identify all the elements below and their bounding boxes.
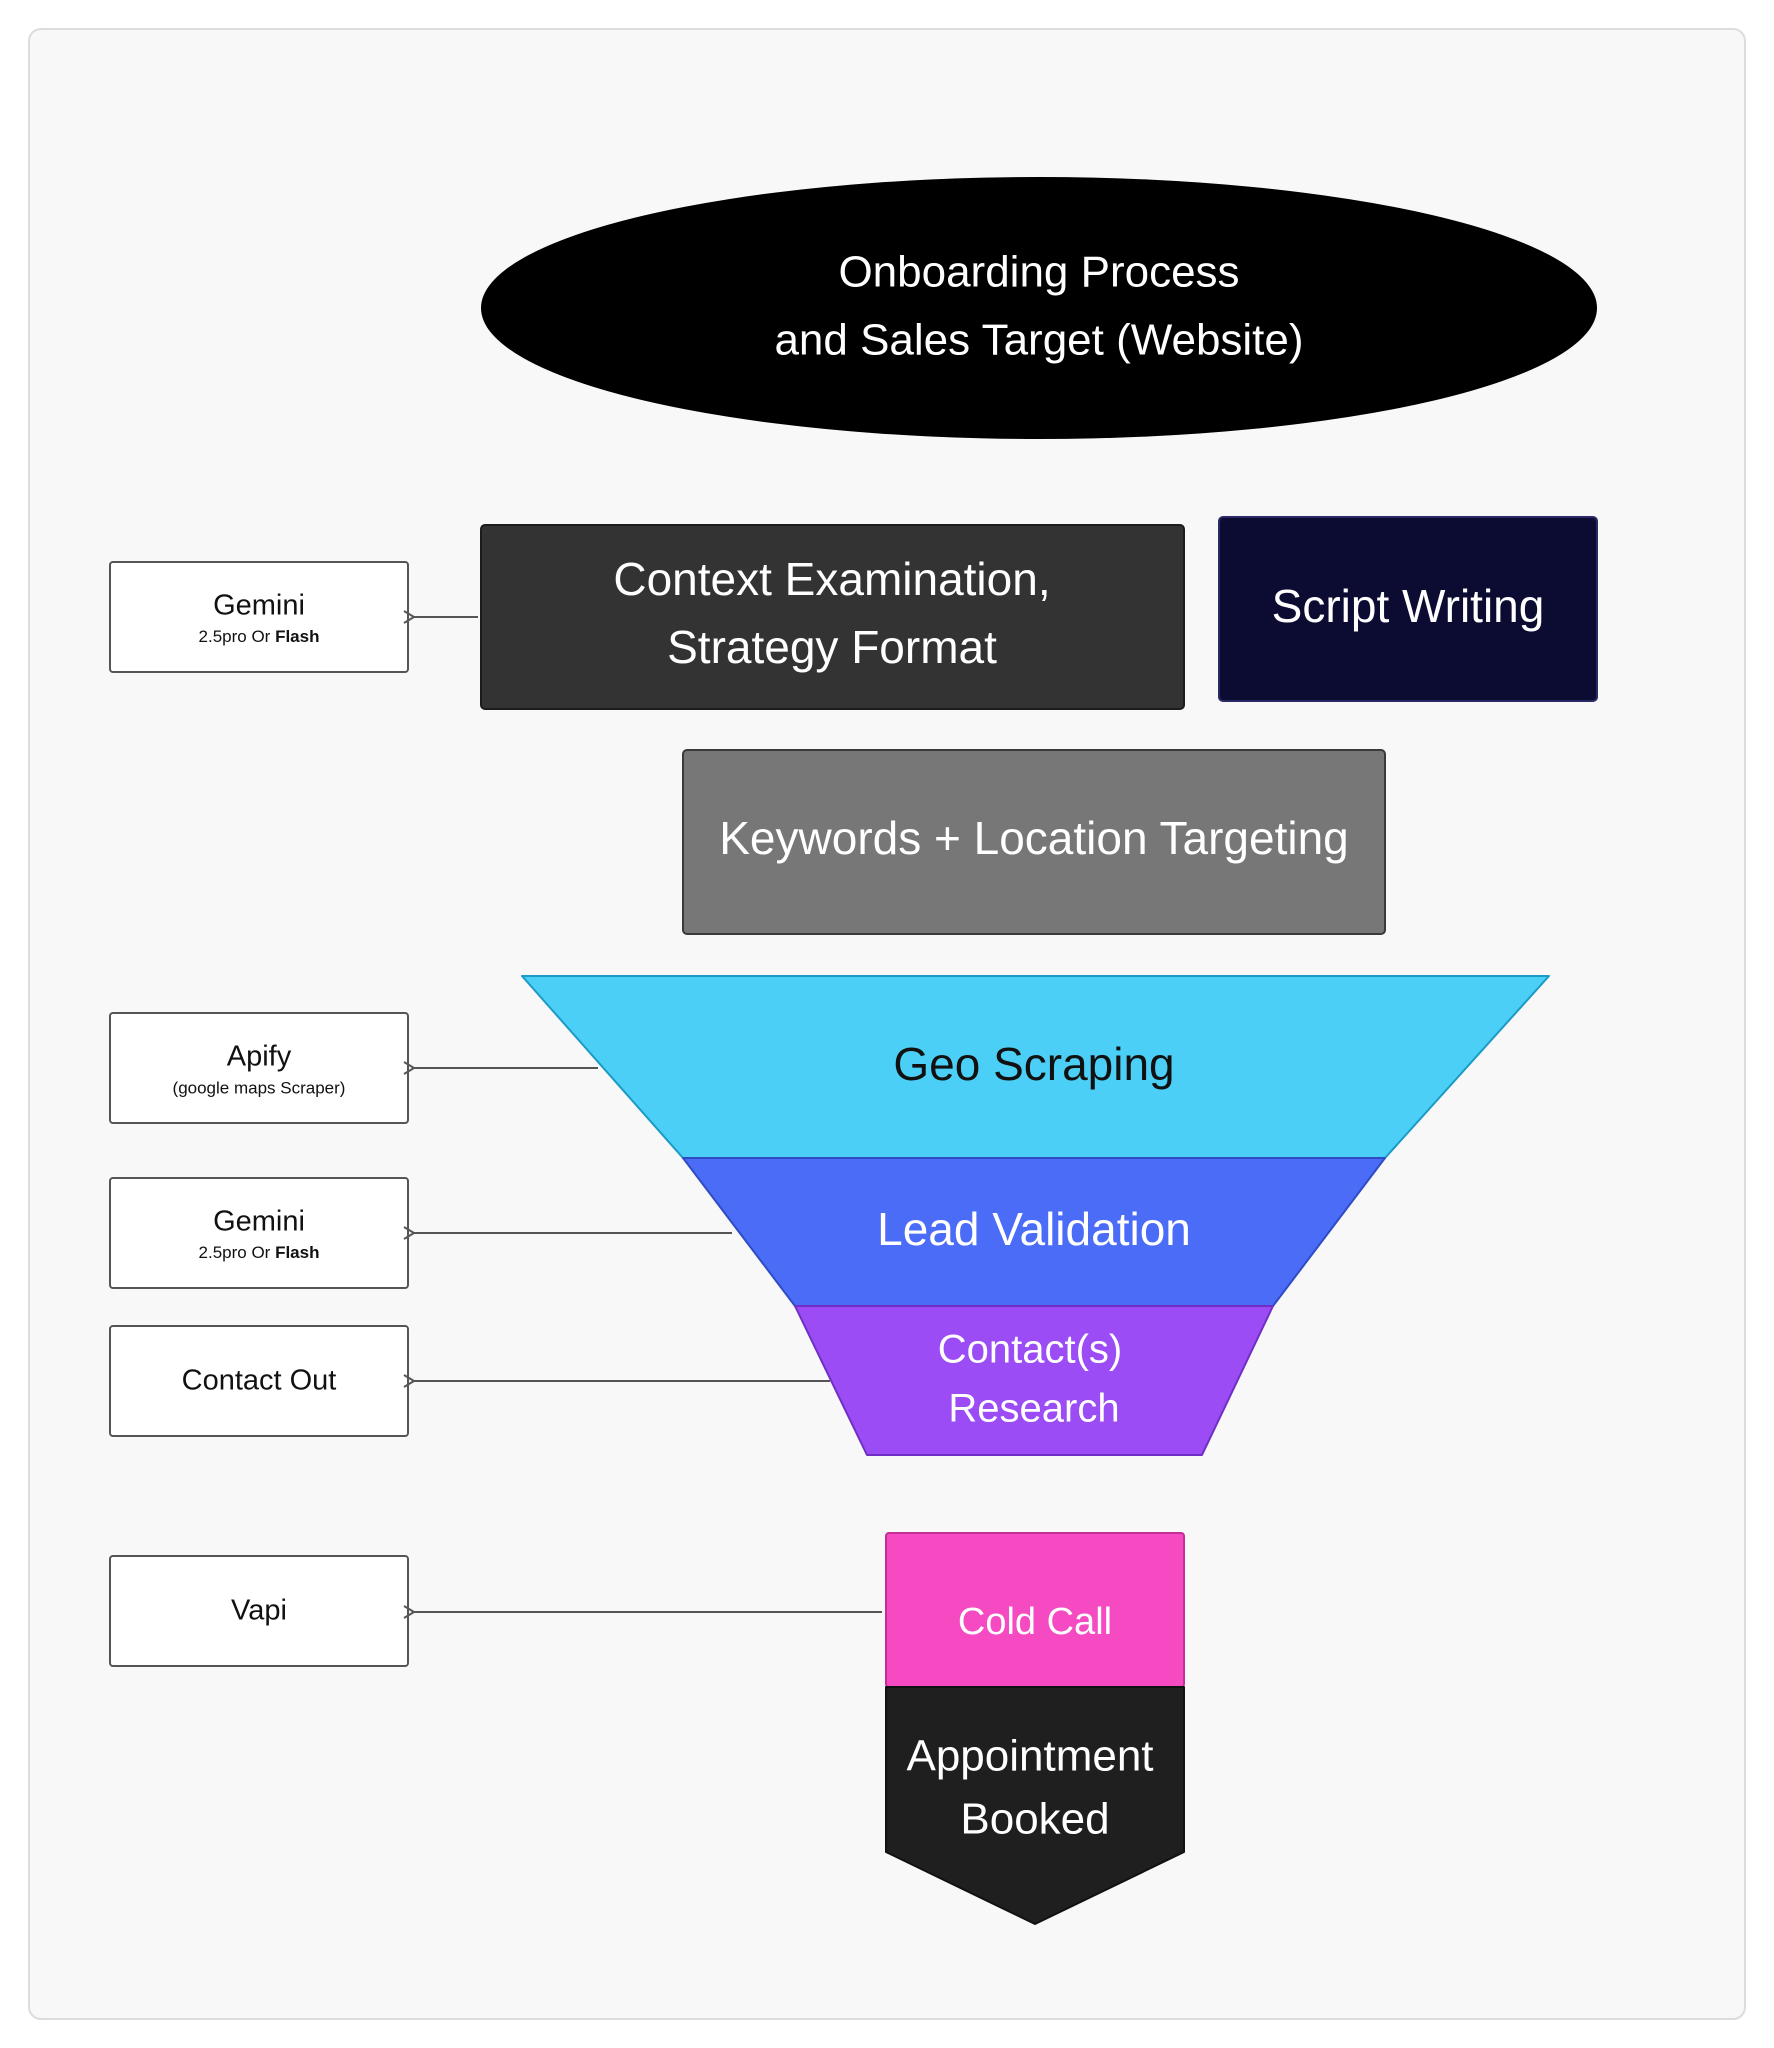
tool-contact-out-name: Contact Out bbox=[182, 1365, 337, 1397]
tool-apify-sub: (google maps Scraper) bbox=[173, 1078, 346, 1097]
tool-gemini-2-sub: 2.5pro Or Flash bbox=[199, 1243, 320, 1262]
lead-validation-label: Lead Validation bbox=[877, 1203, 1191, 1255]
context-examination-line-2: Strategy Format bbox=[667, 621, 997, 673]
header-line-1: Onboarding Process bbox=[838, 248, 1239, 297]
tool-gemini-1-name: Gemini bbox=[213, 590, 305, 622]
tool-vapi-name: Vapi bbox=[231, 1595, 287, 1627]
tool-gemini-2-name: Gemini bbox=[213, 1206, 305, 1238]
appointment-booked-stage bbox=[885, 1686, 1185, 1925]
contact-research-line-1: Contact(s) bbox=[938, 1328, 1123, 1372]
context-examination-box bbox=[480, 524, 1185, 710]
header-ellipse bbox=[481, 177, 1597, 439]
contact-research-line-2: Research bbox=[948, 1387, 1119, 1431]
header-line-2: and Sales Target (Website) bbox=[774, 316, 1303, 365]
keywords-targeting-box bbox=[682, 749, 1386, 935]
script-writing-label: Script Writing bbox=[1272, 580, 1545, 632]
geo-scraping-label: Geo Scraping bbox=[893, 1038, 1174, 1090]
contact-research-stage bbox=[794, 1305, 1274, 1456]
tool-gemini-1-sub: 2.5pro Or Flash bbox=[199, 627, 320, 646]
cold-call-label: Cold Call bbox=[958, 1601, 1112, 1643]
appointment-booked-line-1: Appointment bbox=[906, 1732, 1153, 1781]
keywords-targeting-label: Keywords + Location Targeting bbox=[719, 812, 1349, 864]
appointment-booked-line-2: Booked bbox=[960, 1795, 1109, 1844]
context-examination-line-1: Context Examination, bbox=[613, 553, 1050, 605]
tool-apify-name: Apify bbox=[227, 1041, 292, 1073]
script-writing-box bbox=[1218, 516, 1598, 702]
